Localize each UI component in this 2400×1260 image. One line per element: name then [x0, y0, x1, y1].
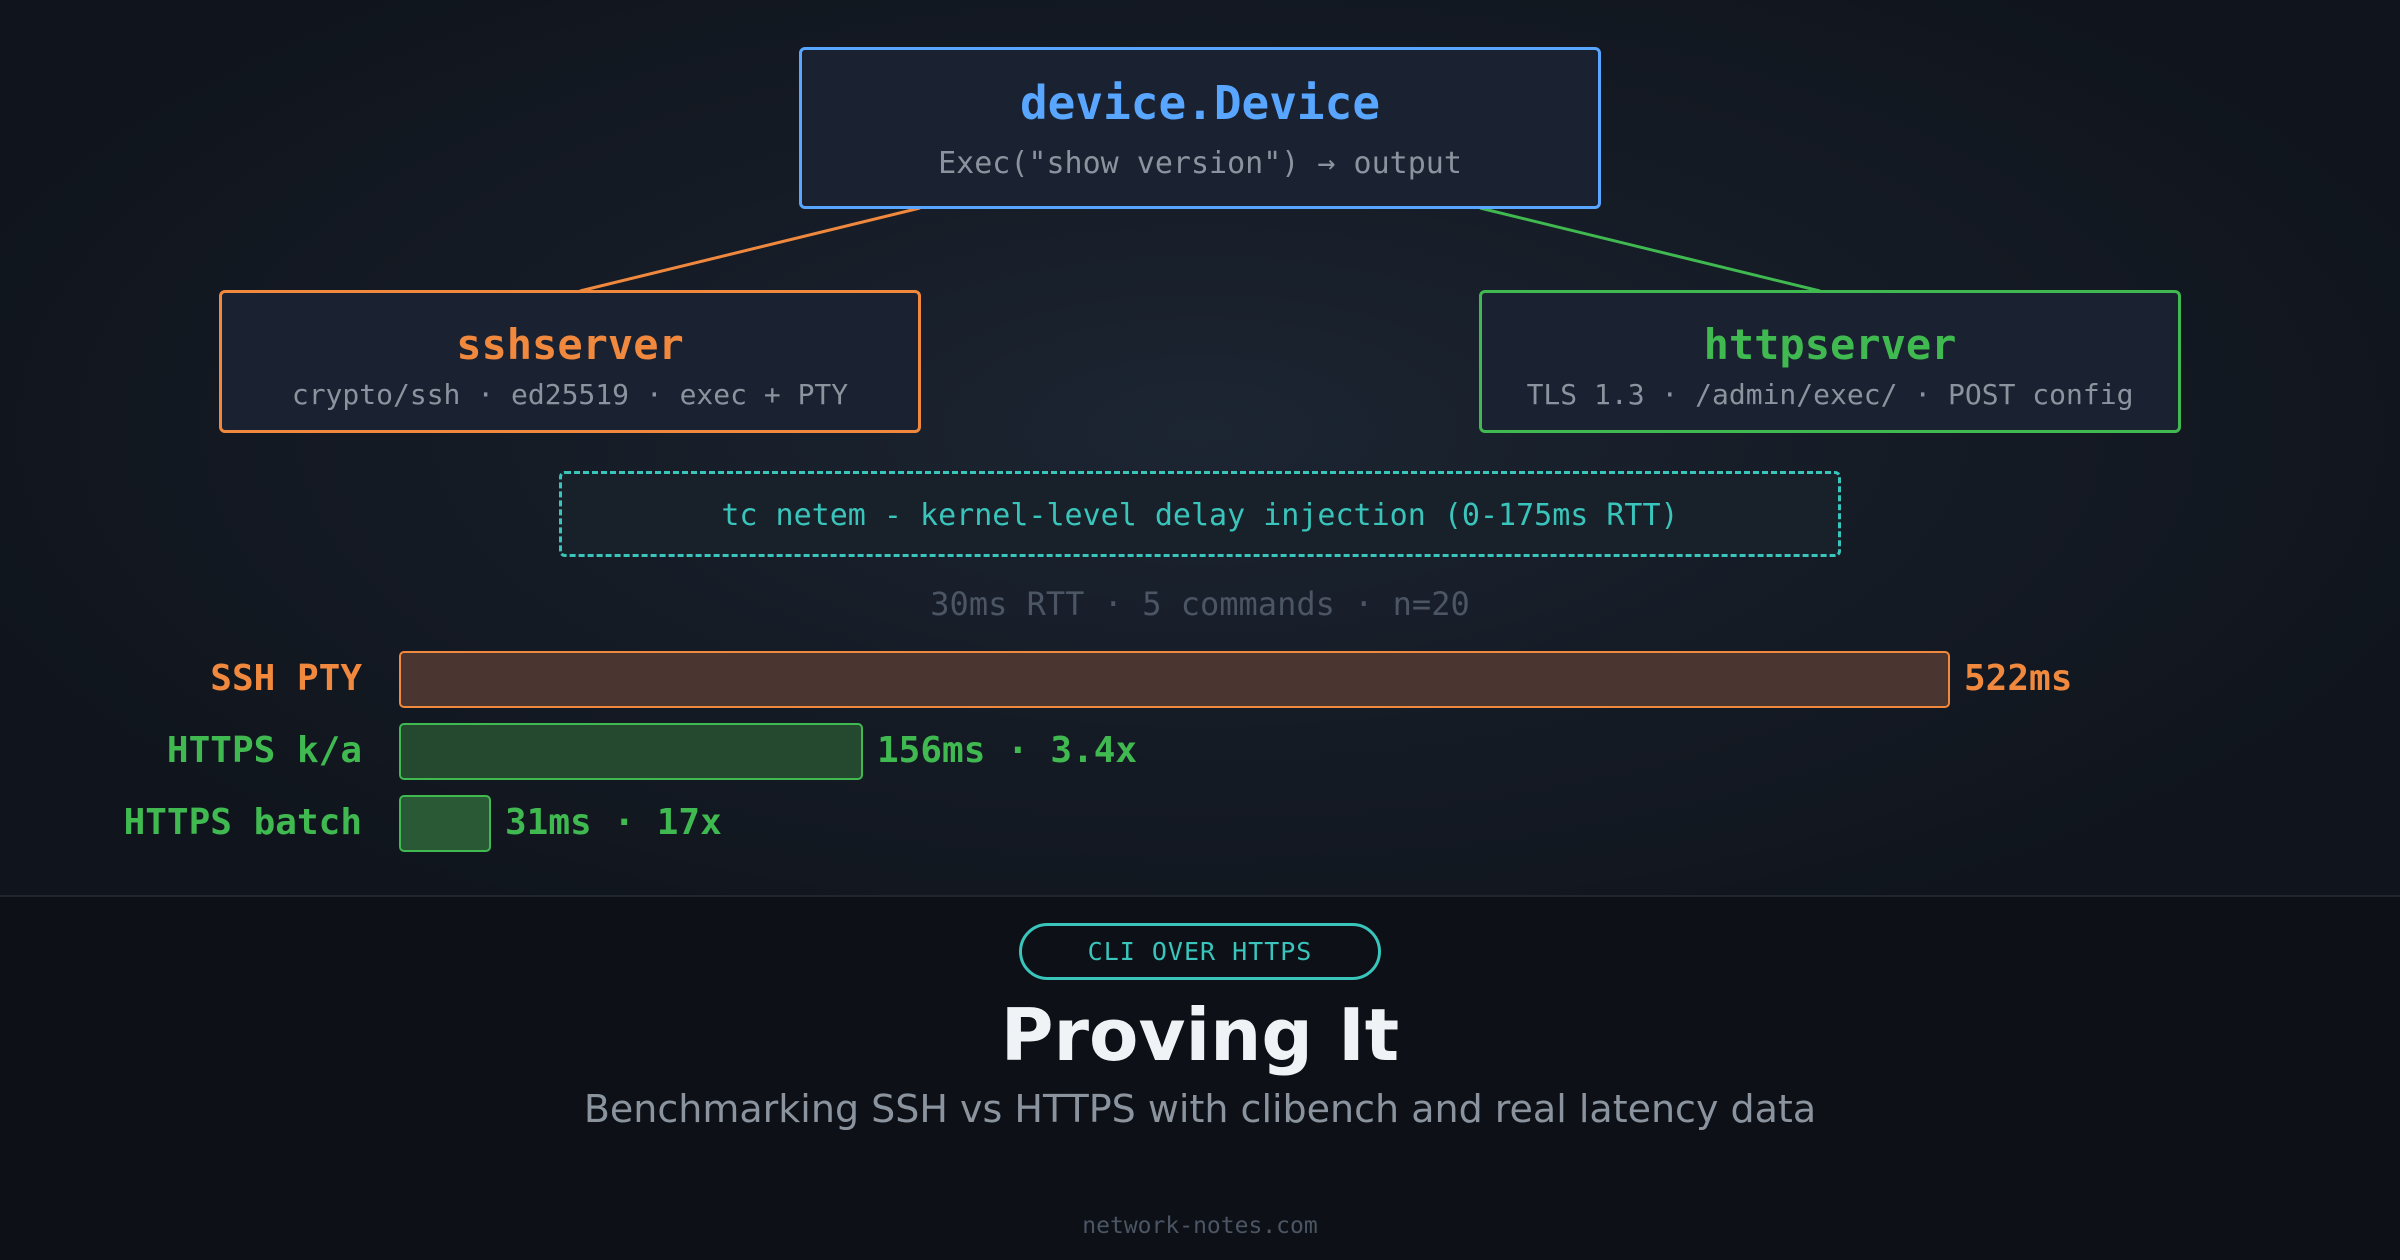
bar-label-https-batch: HTTPS batch	[123, 802, 362, 843]
bar-label-ssh-pty: SSH PTY	[210, 658, 362, 699]
bar-https-batch	[399, 795, 491, 852]
page-title: Proving It	[1000, 993, 1400, 1077]
bar-value-ssh-pty: 522ms	[1964, 658, 2073, 699]
bar-https-ka	[399, 723, 863, 780]
ssh-server-subtitle: crypto/ssh · ed25519 · exec + PTY	[291, 378, 849, 411]
bar-value-https-batch: 31ms · 17x	[505, 802, 722, 843]
title-section	[0, 897, 2400, 1260]
benchmark-caption: 30ms RTT · 5 commands · n=20	[930, 585, 1470, 623]
http-server-subtitle: TLS 1.3 · /admin/exec/ · POST config	[1526, 378, 2134, 411]
site-name: network-notes.com	[1082, 1213, 1318, 1239]
http-server-box: httpserver TLS 1.3 · /admin/exec/ · POST…	[1479, 290, 2181, 433]
category-pill: CLI OVER HTTPS	[1019, 923, 1381, 980]
device-box: device.Device Exec("show version") → out…	[799, 47, 1601, 209]
netem-label: tc netem - kernel-level delay injection …	[721, 498, 1679, 533]
netem-box: tc netem - kernel-level delay injection …	[559, 471, 1841, 557]
page-subtitle: Benchmarking SSH vs HTTPS with clibench …	[583, 1087, 1817, 1131]
bar-ssh-pty	[399, 651, 1950, 708]
device-subtitle: Exec("show version") → output	[938, 146, 1462, 181]
bar-value-https-ka: 156ms · 3.4x	[877, 730, 1138, 771]
ssh-server-title: sshserver	[456, 320, 684, 369]
http-server-title: httpserver	[1703, 320, 1957, 369]
device-title: device.Device	[1019, 76, 1381, 130]
ssh-server-box: sshserver crypto/ssh · ed25519 · exec + …	[219, 290, 921, 433]
bar-label-https-ka: HTTPS k/a	[166, 730, 362, 771]
